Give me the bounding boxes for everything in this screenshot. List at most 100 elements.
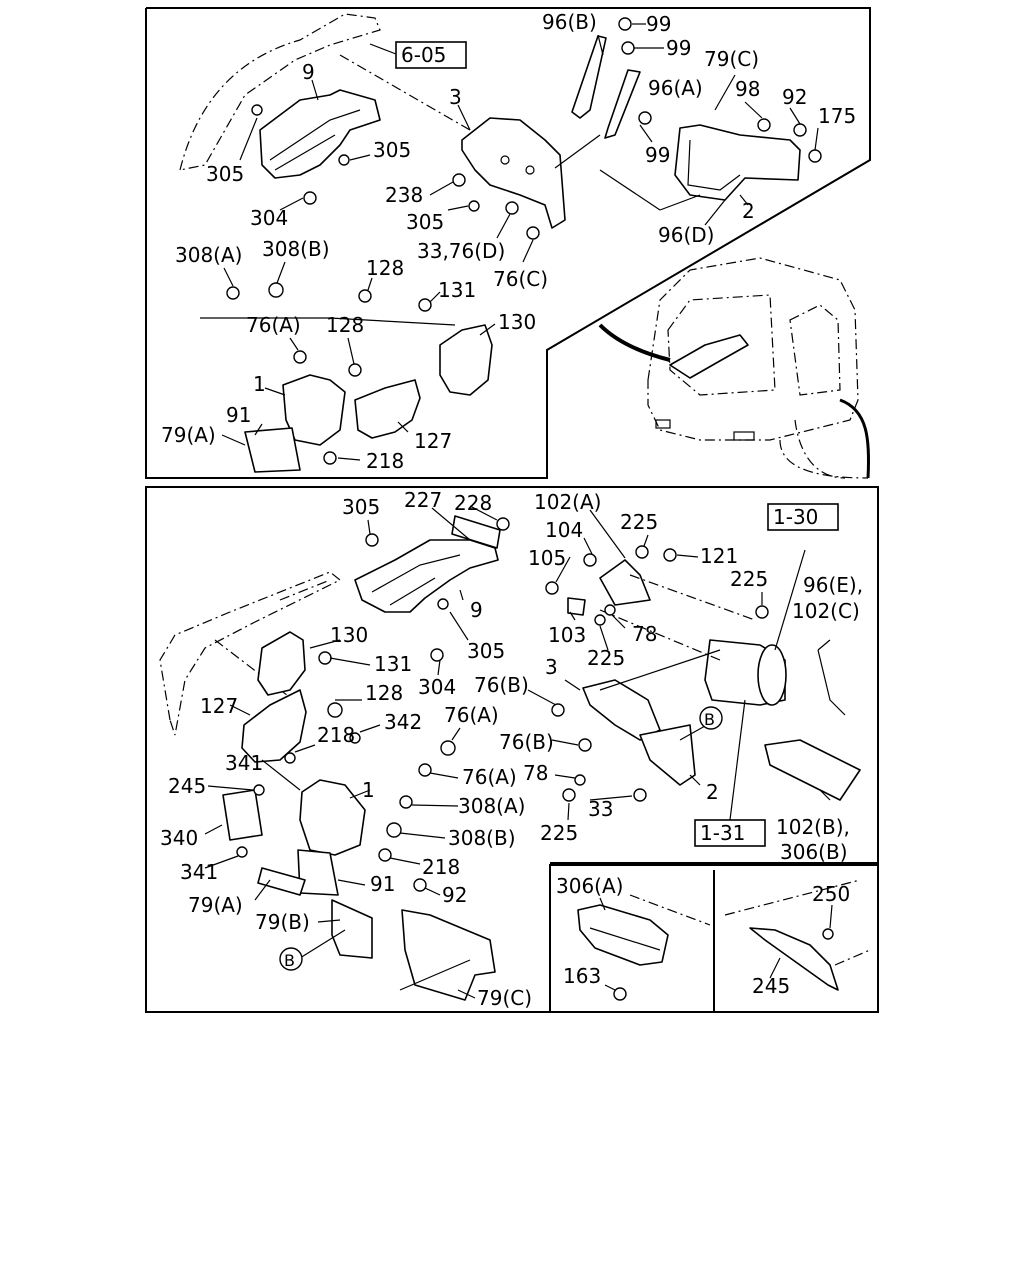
inset-drawings bbox=[577, 879, 871, 1001]
bottom-drawings bbox=[159, 503, 861, 1001]
callout-238: 238 bbox=[385, 183, 423, 207]
part-227 bbox=[451, 515, 501, 549]
callout-91: 91 bbox=[226, 403, 251, 427]
callout-76a: 76(A) bbox=[246, 313, 301, 337]
callout-91: 91 bbox=[370, 872, 395, 896]
callout-305-b: 305 bbox=[373, 138, 411, 162]
cab-roof-outline bbox=[179, 13, 381, 171]
callout-130: 130 bbox=[498, 310, 536, 334]
ref-box-1-30 bbox=[767, 503, 839, 531]
part-103 bbox=[567, 597, 586, 616]
callout-3: 3 bbox=[545, 655, 558, 679]
part-306a bbox=[577, 904, 669, 966]
part-9-bracket bbox=[259, 89, 381, 179]
part-130-bottom bbox=[257, 631, 306, 696]
callout-341-b: 341 bbox=[180, 860, 218, 884]
callout-304: 304 bbox=[250, 206, 288, 230]
callout-98: 98 bbox=[735, 77, 760, 101]
callout-33-76d: 33,76(D) bbox=[417, 239, 505, 263]
callout-1: 1 bbox=[362, 778, 375, 802]
truck-illustration bbox=[598, 257, 871, 479]
callout-104: 104 bbox=[545, 518, 583, 542]
part-245-inset bbox=[749, 927, 839, 991]
callout-79a: 79(A) bbox=[161, 423, 216, 447]
callout-306a: 306(A) bbox=[556, 874, 623, 898]
top-drawings bbox=[179, 13, 871, 479]
callout-96a: 96(A) bbox=[648, 76, 703, 100]
callout-127: 127 bbox=[200, 694, 238, 718]
part-127 bbox=[354, 379, 421, 439]
callout-102c: 102(C) bbox=[792, 599, 860, 623]
callout-131: 131 bbox=[438, 278, 476, 302]
part-3-bottom bbox=[582, 679, 661, 741]
part-127-bottom bbox=[241, 689, 307, 763]
callout-79c: 79(C) bbox=[704, 47, 759, 71]
callout-128: 128 bbox=[365, 681, 403, 705]
callout-227: 227 bbox=[404, 488, 442, 512]
callout-121: 121 bbox=[700, 544, 738, 568]
circle-b-bottom bbox=[279, 947, 303, 971]
callout-341-a: 341 bbox=[225, 751, 263, 775]
part-96e-rod bbox=[817, 649, 846, 716]
bottom-part-labels: 305 227 228 102(A) 104 225 105 121 225 9… bbox=[160, 488, 863, 1010]
circle-label-b-top: B bbox=[704, 710, 715, 729]
circle-b-top bbox=[699, 706, 723, 730]
callout-175: 175 bbox=[818, 104, 856, 128]
callout-308a: 308(A) bbox=[458, 794, 525, 818]
callout-76a-2: 76(A) bbox=[462, 765, 517, 789]
callout-305-b: 305 bbox=[467, 639, 505, 663]
part-79a-bottom bbox=[257, 867, 306, 896]
callout-102b: 102(B), bbox=[776, 815, 850, 839]
callout-96d: 96(D) bbox=[658, 223, 714, 247]
part-91-79a bbox=[244, 427, 301, 473]
callout-305-a: 305 bbox=[206, 162, 244, 186]
callout-342: 342 bbox=[384, 710, 422, 734]
callout-218-b: 218 bbox=[422, 855, 460, 879]
callout-304: 304 bbox=[418, 675, 456, 699]
callout-128-b: 128 bbox=[326, 313, 364, 337]
ref-box-texts: 6-05 1-30 1-31 B B bbox=[284, 43, 818, 970]
callout-340: 340 bbox=[160, 826, 198, 850]
bottom-fasteners bbox=[236, 517, 769, 892]
callout-306b: 306(B) bbox=[780, 840, 848, 864]
callout-2: 2 bbox=[742, 199, 755, 223]
dashline-roof bbox=[339, 54, 471, 131]
ref-label-1-31: 1-31 bbox=[700, 821, 745, 845]
part-2-frame bbox=[674, 124, 801, 201]
callout-103: 103 bbox=[548, 623, 586, 647]
callout-96b: 96(B) bbox=[542, 10, 597, 34]
callout-96e: 96(E), bbox=[803, 573, 863, 597]
callout-76b-2: 76(B) bbox=[499, 730, 554, 754]
callout-79a: 79(A) bbox=[188, 893, 243, 917]
callout-78-b: 78 bbox=[523, 761, 548, 785]
part-340 bbox=[222, 789, 263, 841]
part-79c bbox=[401, 909, 496, 1001]
part-102b bbox=[764, 739, 861, 801]
callout-250: 250 bbox=[812, 882, 850, 906]
callout-225-c: 225 bbox=[587, 646, 625, 670]
callout-9: 9 bbox=[302, 60, 315, 84]
callout-76a-1: 76(A) bbox=[444, 703, 499, 727]
callout-3: 3 bbox=[449, 85, 462, 109]
part-2-bottom bbox=[639, 724, 696, 786]
callout-102a: 102(A) bbox=[534, 490, 601, 514]
callout-79b: 79(B) bbox=[255, 910, 310, 934]
callout-76c: 76(C) bbox=[493, 267, 548, 291]
callout-92: 92 bbox=[782, 85, 807, 109]
top-frame bbox=[145, 7, 871, 479]
ref-label-1-30: 1-30 bbox=[773, 505, 818, 529]
part-130 bbox=[439, 324, 493, 396]
callout-245: 245 bbox=[168, 774, 206, 798]
callout-163: 163 bbox=[563, 964, 601, 988]
callout-308b: 308(B) bbox=[448, 826, 516, 850]
part-1 bbox=[282, 374, 346, 446]
ref-label-6-05: 6-05 bbox=[401, 43, 446, 67]
ref-box-6-05 bbox=[395, 41, 467, 69]
callout-131: 131 bbox=[374, 652, 412, 676]
top-part-labels: 96(B) 99 99 79(C) 96(A) 98 92 175 99 2 9… bbox=[161, 10, 856, 473]
callout-218-a: 218 bbox=[317, 723, 355, 747]
callout-92: 92 bbox=[442, 883, 467, 907]
bottom-frame bbox=[145, 486, 879, 1013]
callout-79c: 79(C) bbox=[477, 986, 532, 1010]
part-3-bracket bbox=[461, 117, 566, 229]
